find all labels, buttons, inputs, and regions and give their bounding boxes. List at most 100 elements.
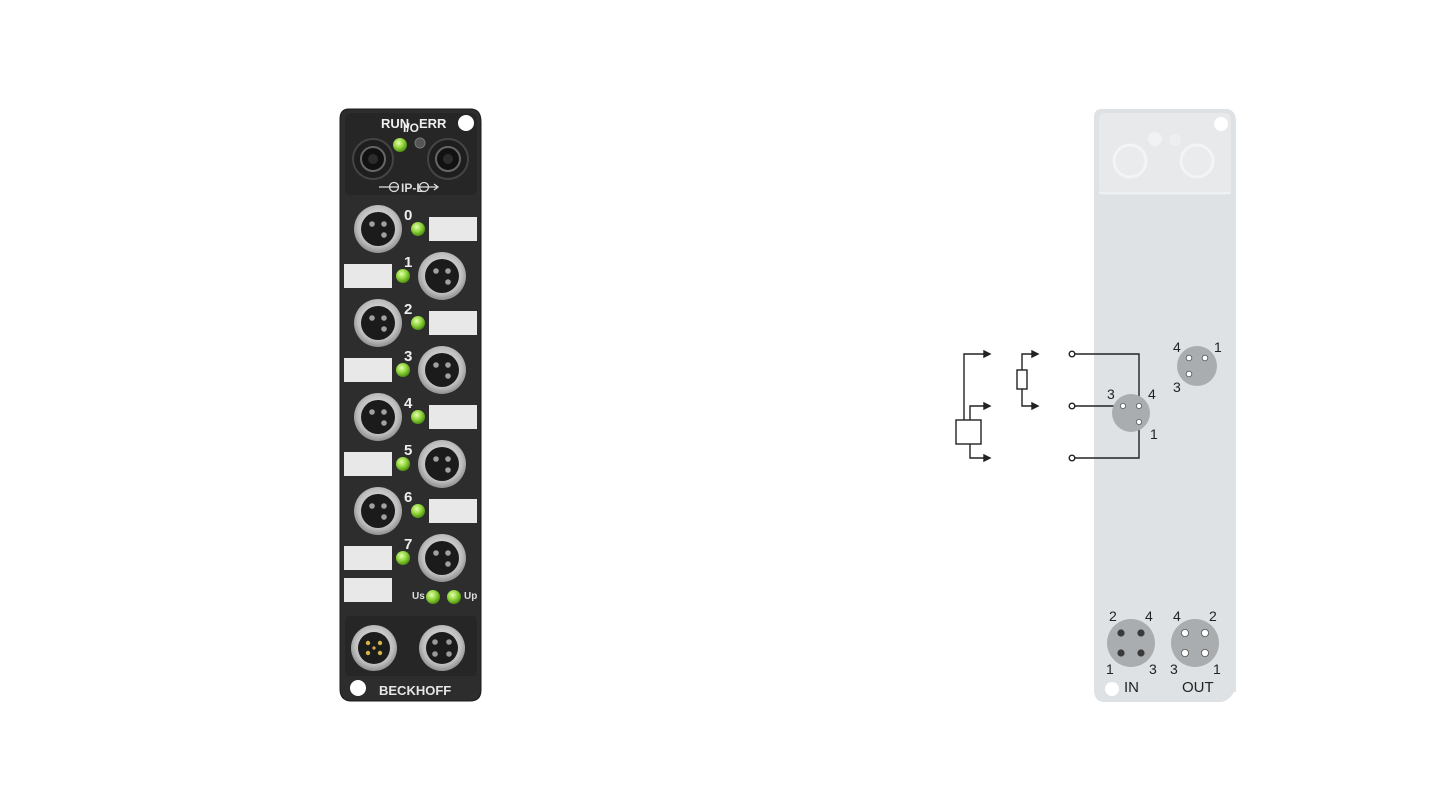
err-label: ERR	[419, 116, 447, 131]
bus-port-in	[352, 138, 394, 180]
channel-port-pin	[445, 456, 451, 462]
channel-led	[411, 222, 425, 236]
channel-0: 0	[354, 205, 477, 253]
out-pin-1: 1	[1213, 661, 1221, 677]
channel-led	[411, 410, 425, 424]
io-label: I/O	[403, 121, 419, 135]
channel-port-pin	[433, 550, 439, 556]
us-led	[426, 590, 440, 604]
channel-led	[411, 504, 425, 518]
brand-logo: BECKHOFF	[379, 683, 451, 698]
channel-3: 3	[344, 346, 466, 394]
channel-number: 6	[404, 489, 412, 506]
channel-number: 0	[404, 207, 412, 224]
channel-7: 7	[344, 534, 466, 582]
run-led	[393, 138, 407, 152]
err-led	[414, 137, 426, 149]
socket-pin-4: 4	[1148, 386, 1156, 402]
channel-5: 5	[344, 440, 466, 488]
channel-port-socket	[361, 400, 395, 434]
channel-port-pin	[445, 561, 451, 567]
up-led	[447, 590, 461, 604]
channel-port-socket	[425, 541, 459, 575]
mounting-hole-top	[458, 115, 474, 131]
socket-pin-3: 3	[1107, 386, 1115, 402]
up-label: Up	[464, 591, 477, 602]
channel-1: 1	[344, 252, 466, 300]
in-pin-2: 2	[1109, 608, 1117, 624]
channel-port-pin	[369, 315, 375, 321]
channel-port-pin	[445, 550, 451, 556]
pinout-panel	[1094, 109, 1236, 702]
channel-label-field	[429, 311, 477, 335]
channel-label-field	[429, 217, 477, 241]
wiring-schematic	[955, 349, 1140, 463]
run-label: RUN	[381, 116, 409, 131]
channel-port-pin	[381, 221, 387, 227]
pinout-diagram: 3 4 1 4 1 3 2 4 1 3 IN	[955, 109, 1236, 702]
channel-port-pin	[381, 420, 387, 426]
in-connector-label: IN	[1124, 679, 1139, 696]
channel-led	[396, 269, 410, 283]
channel-label-field	[344, 452, 392, 476]
us-label: Us	[412, 591, 425, 602]
power-connector-out	[419, 625, 465, 671]
channel-port-pin	[433, 456, 439, 462]
channel-port-pin	[433, 268, 439, 274]
channel-group: 0 1 2 3 4 5 6 7	[344, 205, 477, 582]
channel-label-field	[344, 358, 392, 382]
wired-socket	[1112, 394, 1150, 432]
channel-number: 1	[404, 254, 412, 271]
power-connector-in	[351, 625, 397, 671]
out-connector	[1171, 619, 1219, 667]
socket-pin-1: 1	[1150, 426, 1158, 442]
out-pin-3: 3	[1170, 661, 1178, 677]
channel-port-pin	[445, 373, 451, 379]
channel-2: 2	[354, 299, 477, 347]
channel-led	[396, 363, 410, 377]
channel-number: 7	[404, 536, 412, 553]
channel-led	[396, 551, 410, 565]
in-pin-1: 1	[1106, 661, 1114, 677]
pinout-hole-bottom	[1105, 682, 1119, 696]
channel-label-field	[344, 264, 392, 288]
bus-label: IP-L	[401, 181, 424, 195]
channel-port-pin	[369, 503, 375, 509]
channel-port-pin	[445, 268, 451, 274]
channel-number: 2	[404, 301, 412, 318]
in-connector	[1107, 619, 1155, 667]
bus-symbol	[379, 181, 440, 193]
channel-label-field	[429, 499, 477, 523]
channel-port-pin	[445, 467, 451, 473]
channel-led	[411, 316, 425, 330]
out-pin-2: 2	[1209, 608, 1217, 624]
channel-number: 5	[404, 442, 412, 459]
out-connector-label: OUT	[1182, 679, 1214, 696]
ref-pin-4: 4	[1173, 339, 1181, 355]
channel-port-pin	[381, 409, 387, 415]
ref-pin-1: 1	[1214, 339, 1222, 355]
channel-port-pin	[369, 409, 375, 415]
pinout-hole-top	[1214, 117, 1228, 131]
channel-port-pin	[381, 315, 387, 321]
out-pin-4: 4	[1173, 608, 1181, 624]
channel-port-pin	[381, 232, 387, 238]
in-pin-3: 3	[1149, 661, 1157, 677]
channel-port-pin	[381, 326, 387, 332]
channel-port-pin	[445, 362, 451, 368]
ref-pin-3: 3	[1173, 379, 1181, 395]
channel-port-socket	[425, 353, 459, 387]
mounting-hole-bottom	[350, 680, 366, 696]
channel-port-socket	[361, 306, 395, 340]
bus-port-out	[427, 138, 469, 180]
channel-number: 3	[404, 348, 412, 365]
channel-port-socket	[425, 259, 459, 293]
channel-label-field	[344, 546, 392, 570]
channel-port-socket	[361, 212, 395, 246]
channel-port-pin	[433, 362, 439, 368]
channel-number: 4	[404, 395, 413, 412]
label-field-extra	[344, 578, 392, 602]
channel-6: 6	[354, 487, 477, 535]
